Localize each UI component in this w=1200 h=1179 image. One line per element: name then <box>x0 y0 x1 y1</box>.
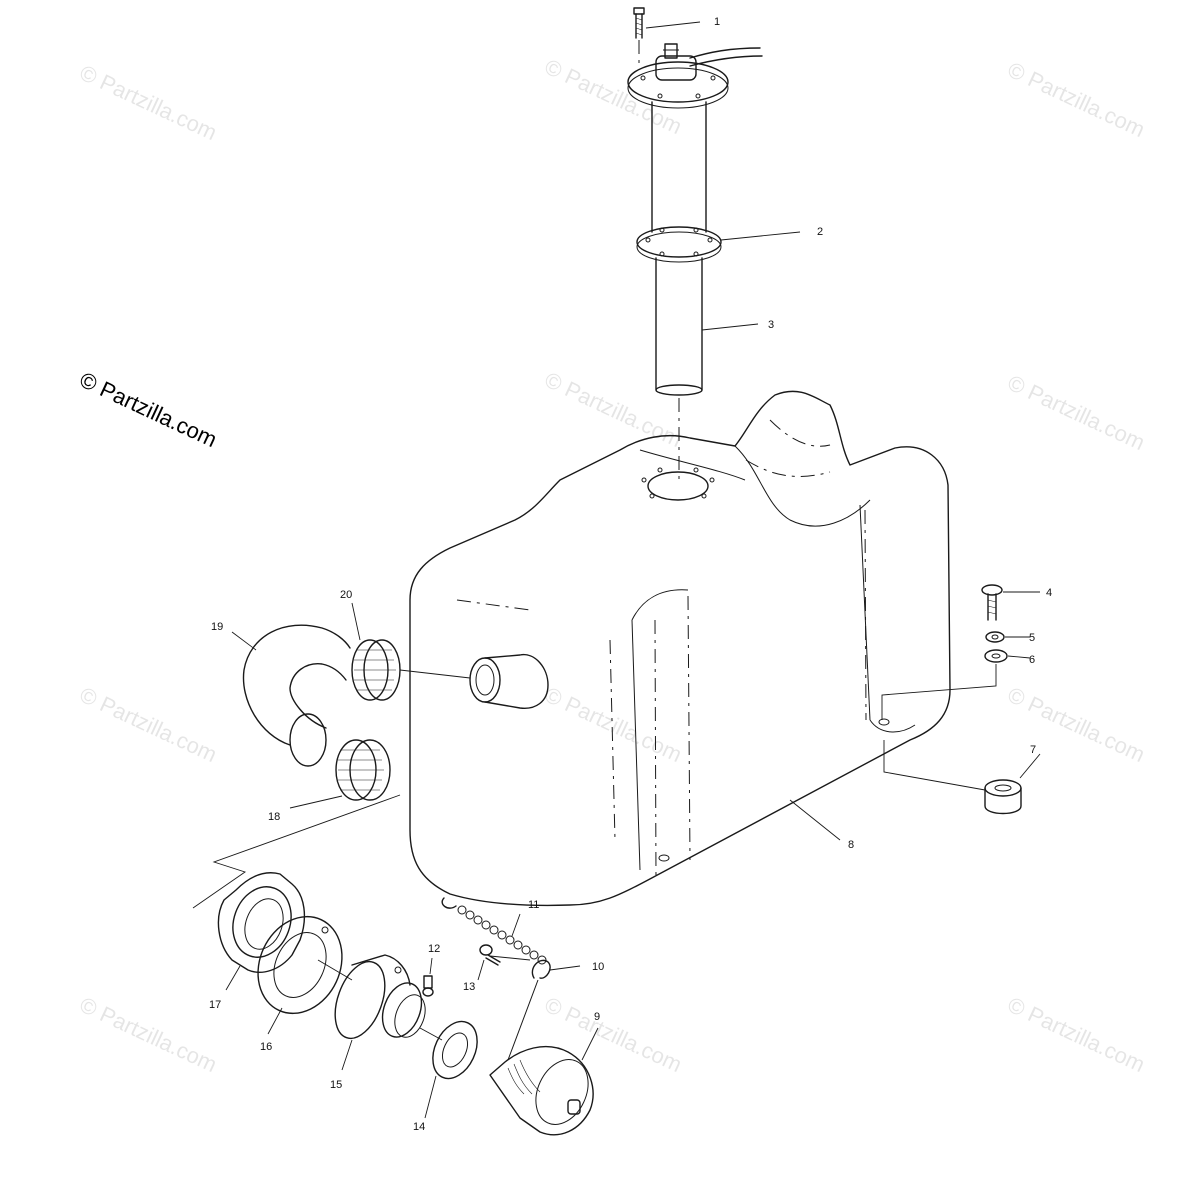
callout-13: 13 <box>463 981 475 993</box>
callout-16: 16 <box>260 1041 272 1053</box>
watermark: © Partzilla.com <box>541 992 686 1077</box>
callout-18: 18 <box>268 811 280 823</box>
watermark: © Partzilla.com <box>541 682 686 767</box>
part-5-lock-washer <box>985 631 1030 643</box>
part-8-oil-tank <box>409 390 951 907</box>
callout-14: 14 <box>413 1121 425 1133</box>
part-12-screw <box>422 957 434 997</box>
part-18-clamp <box>289 739 391 809</box>
part-20-clamp <box>351 602 471 701</box>
watermark: © Partzilla.com <box>541 54 686 139</box>
part-15-filler-neck <box>334 954 426 1071</box>
callout-6: 6 <box>1029 654 1035 666</box>
callout-10: 10 <box>592 961 604 973</box>
callout-4: 4 <box>1046 587 1052 599</box>
part-16-gasket <box>257 915 353 1035</box>
callout-8: 8 <box>848 839 854 851</box>
part-19-elbow-hose <box>231 624 351 767</box>
watermark: © Partzilla.com <box>541 367 686 452</box>
watermark: © Partzilla.com <box>76 682 221 767</box>
callout-11: 11 <box>528 899 539 911</box>
watermark-layer: © Partzilla.com © Partzilla.com © Partzi… <box>76 54 1149 1077</box>
callout-20: 20 <box>340 589 352 601</box>
callout-12: 12 <box>428 943 440 955</box>
watermark: © Partzilla.com <box>1004 57 1149 142</box>
watermark-main: © Partzilla.com <box>76 367 221 452</box>
part-1-bolt <box>633 7 701 66</box>
watermark: © Partzilla.com <box>1004 682 1149 767</box>
callout-labels: 1 2 3 4 5 6 7 8 9 10 11 12 13 14 15 16 1… <box>209 16 1052 1133</box>
part-3-pickup-tube <box>655 257 759 485</box>
part-11-chain <box>441 897 547 965</box>
watermark: © Partzilla.com <box>1004 370 1149 455</box>
callout-3: 3 <box>768 319 774 331</box>
callout-5: 5 <box>1029 632 1035 644</box>
callout-7: 7 <box>1030 744 1036 756</box>
part-6-washer <box>984 649 1031 663</box>
part-2-sending-unit <box>627 43 801 263</box>
part-14-o-ring <box>419 1020 478 1119</box>
callout-19: 19 <box>211 621 223 633</box>
callout-15: 15 <box>330 1079 342 1091</box>
part-4-screw <box>981 584 1040 621</box>
part-7-grommet <box>883 740 1041 815</box>
callout-1: 1 <box>714 16 720 28</box>
watermark: © Partzilla.com <box>76 60 221 145</box>
watermark: © Partzilla.com <box>76 992 221 1077</box>
callout-2: 2 <box>817 226 823 238</box>
part-9-filler-cap <box>489 979 599 1136</box>
callout-17: 17 <box>209 999 221 1011</box>
part-10-tether <box>531 959 581 979</box>
callout-9: 9 <box>594 1011 600 1023</box>
part-17-nut <box>217 872 306 991</box>
part-13-rivet <box>477 944 531 981</box>
watermark: © Partzilla.com <box>1004 992 1149 1077</box>
